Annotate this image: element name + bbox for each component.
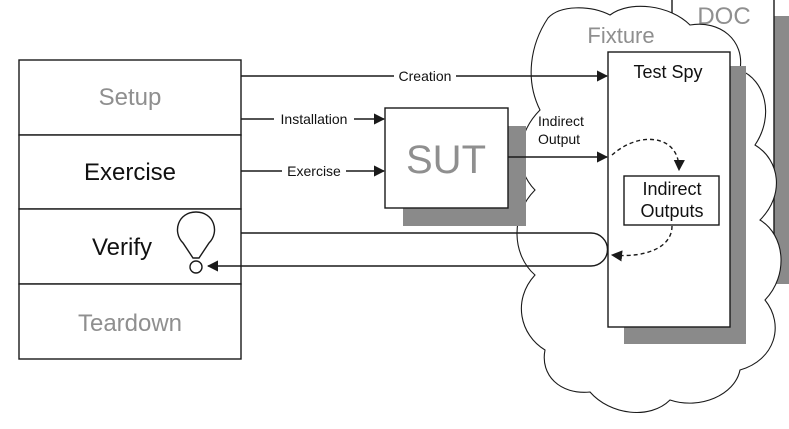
setup-label: Setup <box>99 84 162 111</box>
exercise-arrow: Exercise <box>241 162 386 180</box>
sut-box: SUT <box>384 107 526 226</box>
indirect-output-arrow: Indirect Output <box>508 113 609 163</box>
exercise-box <box>18 134 242 210</box>
verify-loop-arrow <box>206 232 609 272</box>
teardown-box <box>18 283 242 360</box>
indirect-outputs-box <box>623 175 720 226</box>
setup-box <box>18 59 242 136</box>
fixture-label: Fixture <box>587 23 654 48</box>
test-spy-box: Test Spy Indirect Outputs <box>607 51 746 344</box>
phase-stack: Setup Exercise Verify Teardown <box>18 59 242 360</box>
sut-rect <box>384 107 509 209</box>
exercise-flow-label: Exercise <box>287 163 341 179</box>
installation-label: Installation <box>281 111 348 127</box>
test-spy-label: Test Spy <box>633 62 702 82</box>
installation-arrow: Installation <box>241 110 386 128</box>
indirect-outputs-label-1: Indirect <box>642 179 701 199</box>
sut-label: SUT <box>406 138 486 182</box>
verify-label: Verify <box>92 234 152 261</box>
exercise-label: Exercise <box>84 159 176 186</box>
creation-label: Creation <box>399 68 452 84</box>
indirect-output-label-1: Indirect <box>538 113 584 129</box>
creation-arrow: Creation <box>241 67 609 85</box>
lightbulb-icon <box>176 211 216 274</box>
record-dashed-arrow <box>611 138 685 172</box>
teardown-label: Teardown <box>78 310 182 337</box>
retrieve-dashed-arrow <box>610 225 673 262</box>
indirect-output-label-2: Output <box>538 131 580 147</box>
indirect-outputs-label-2: Outputs <box>640 201 703 221</box>
